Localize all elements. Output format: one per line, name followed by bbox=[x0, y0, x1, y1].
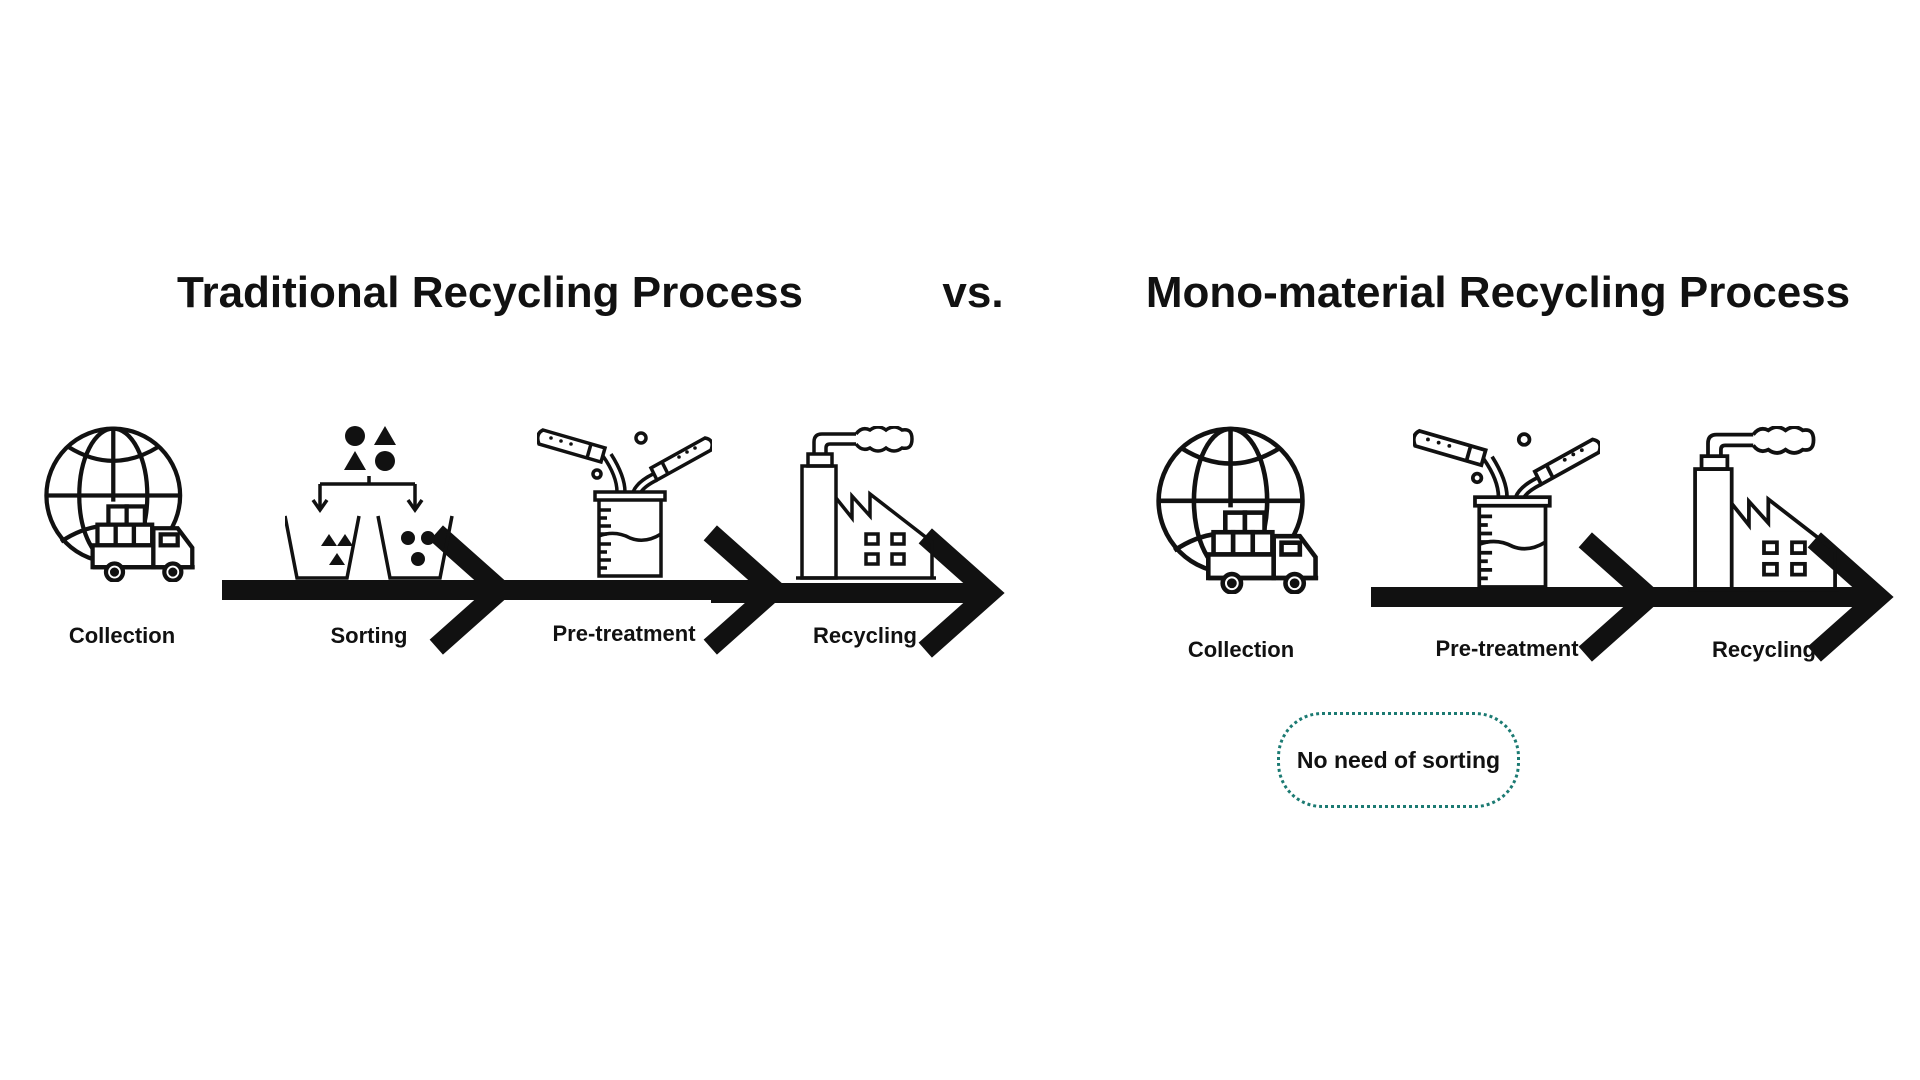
arrow-right-icon bbox=[1371, 522, 1413, 542]
factory-icon bbox=[1688, 426, 1840, 594]
step-label-recycling: Recycling bbox=[1712, 637, 1816, 662]
beaker-icon bbox=[1413, 426, 1600, 594]
step-label-pretreatment: Pre-treatment bbox=[1435, 636, 1579, 661]
globe-truck-icon bbox=[44, 426, 202, 582]
factory-icon bbox=[796, 426, 936, 582]
versus-label: vs. bbox=[942, 268, 1004, 317]
step-label-collection: Collection bbox=[68, 623, 176, 648]
step-label-pretreatment: Pre-treatment bbox=[552, 621, 696, 646]
arrow-right-icon bbox=[496, 515, 538, 535]
arrow-right-icon bbox=[222, 515, 264, 535]
step-label-collection: Collection bbox=[1187, 637, 1295, 662]
arrow-right-icon bbox=[711, 518, 753, 538]
step-label-sorting: Sorting bbox=[330, 623, 408, 648]
traditional-title: Traditional Recycling Process bbox=[176, 268, 804, 317]
step-label-recycling: Recycling bbox=[813, 623, 917, 648]
arrow-right-icon bbox=[1600, 522, 1642, 542]
mono-title: Mono-material Recycling Process bbox=[1145, 268, 1851, 317]
globe-truck-icon bbox=[1156, 426, 1326, 594]
beaker-icon bbox=[537, 426, 712, 582]
no-sorting-note-text: No need of sorting bbox=[1296, 746, 1501, 773]
no-sorting-note: No need of sorting bbox=[1277, 712, 1520, 808]
sorting-icon bbox=[285, 426, 455, 582]
